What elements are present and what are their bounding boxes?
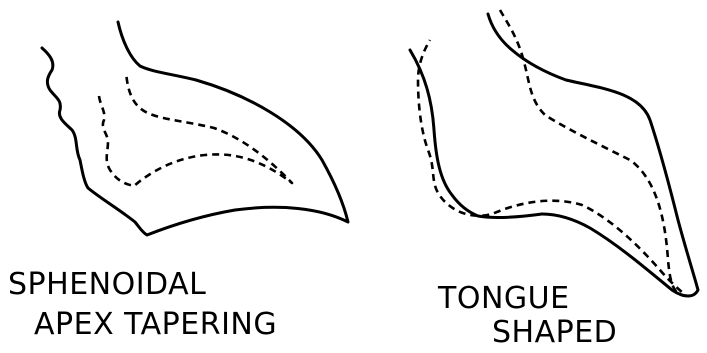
label-tongue-line2: SHAPED: [492, 315, 617, 350]
label-sphenoidal-line2: APEX TAPERING: [34, 307, 277, 342]
sphenoidal-solid-outline: [42, 22, 348, 235]
tongue-solid-outline-left: [410, 50, 542, 217]
sphenoidal-dashed-outline: [99, 72, 292, 186]
panel-tongue-shaped: [410, 10, 698, 296]
label-sphenoidal-line1: SPHENOIDAL: [8, 267, 206, 302]
panel-sphenoidal: [42, 22, 348, 235]
label-tongue-line1: TONGUE: [437, 281, 570, 316]
tongue-dashed-outline: [418, 10, 686, 296]
